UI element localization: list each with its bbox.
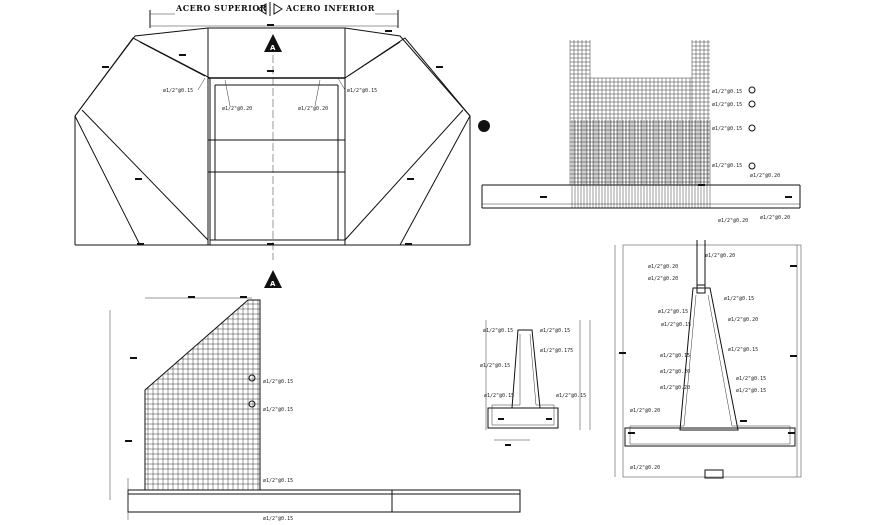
small-label-1: ø1/2"@0.15 xyxy=(483,328,513,334)
elev-label-2: ø1/2"@0.15 xyxy=(712,102,742,108)
section-marker-bottom: A xyxy=(264,270,282,288)
wing-wall-elevation: ø1/2"@0.15 ø1/2"@0.15 ø1/2"@0.15 ø1/2"@0… xyxy=(109,296,521,522)
steel-legend-header: ACERO SUPERIOR ACERO INFERIOR xyxy=(149,2,399,28)
wing-rebar-grid xyxy=(145,300,260,490)
large-label-10: ø1/2"@0.20 xyxy=(660,369,690,375)
small-label-3: ø1/2"@0.175 xyxy=(540,348,573,354)
acero-superior-label: ACERO SUPERIOR xyxy=(175,3,267,13)
large-label-14: ø1/2"@0.20 xyxy=(630,408,660,414)
elev-label-6: ø1/2"@0.20 xyxy=(760,215,790,221)
acero-inferior-label: ACERO INFERIOR xyxy=(285,3,375,13)
small-label-5: ø1/2"@0.15 xyxy=(484,393,514,399)
svg-text:A: A xyxy=(270,280,276,288)
large-wall-section: ø1/2"@0.20 ø1/2"@0.20 ø1/2"@0.20 ø1/2"@0… xyxy=(614,240,802,479)
large-label-3: ø1/2"@0.20 xyxy=(648,276,678,282)
plan-label-left-1: ø1/2"@0.15 xyxy=(163,88,193,94)
svg-text:A: A xyxy=(270,44,276,52)
plan-view: ø1/2"@0.15 ø1/2"@0.20 ø1/2"@0.15 ø1/2"@0… xyxy=(74,24,490,288)
large-label-15: ø1/2"@0.20 xyxy=(630,465,660,471)
small-wall-section: ø1/2"@0.15 ø1/2"@0.15 ø1/2"@0.175 ø1/2"@… xyxy=(480,320,591,446)
small-label-4: ø1/2"@0.15 xyxy=(480,363,510,369)
small-label-2: ø1/2"@0.15 xyxy=(540,328,570,334)
wing-label-3: ø1/2"@0.15 xyxy=(263,478,293,484)
elev-label-4: ø1/2"@0.15 xyxy=(712,163,742,169)
wing-label-1: ø1/2"@0.15 xyxy=(263,379,293,385)
large-label-12: ø1/2"@0.15 xyxy=(736,376,766,382)
small-label-6: ø1/2"@0.15 xyxy=(556,393,586,399)
large-label-11: ø1/2"@0.20 xyxy=(660,385,690,391)
large-label-7: ø1/2"@0.20 xyxy=(728,317,758,323)
plan-label-right-2: ø1/2"@0.20 xyxy=(298,106,328,112)
section-marker-right xyxy=(478,120,490,132)
large-label-5: ø1/2"@0.15 xyxy=(658,309,688,315)
wing-label-4: ø1/2"@0.15 xyxy=(263,516,293,522)
left-arrow-icon xyxy=(257,3,267,15)
elevation-rebar-grid xyxy=(569,40,711,208)
right-arrow-icon xyxy=(273,3,283,15)
large-label-13: ø1/2"@0.15 xyxy=(736,388,766,394)
large-label-1: ø1/2"@0.20 xyxy=(705,253,735,259)
section-marker-top: A xyxy=(264,34,282,52)
large-label-2: ø1/2"@0.20 xyxy=(648,264,678,270)
wing-label-2: ø1/2"@0.15 xyxy=(263,407,293,413)
large-label-9: ø1/2"@0.15 xyxy=(660,353,690,359)
plan-label-left-2: ø1/2"@0.20 xyxy=(222,106,252,112)
large-label-4: ø1/2"@0.15 xyxy=(724,296,754,302)
large-label-8: ø1/2"@0.15 xyxy=(728,347,758,353)
large-label-6: ø1/2"@0.15 xyxy=(661,322,691,328)
elev-label-3: ø1/2"@0.15 xyxy=(712,126,742,132)
elev-label-5: ø1/2"@0.20 xyxy=(750,173,780,179)
elevation-view: ø1/2"@0.15 ø1/2"@0.15 ø1/2"@0.15 ø1/2"@0… xyxy=(481,40,801,224)
elev-label-7: ø1/2"@0.20 xyxy=(718,218,748,224)
elev-label-1: ø1/2"@0.15 xyxy=(712,89,742,95)
plan-label-right-1: ø1/2"@0.15 xyxy=(347,88,377,94)
